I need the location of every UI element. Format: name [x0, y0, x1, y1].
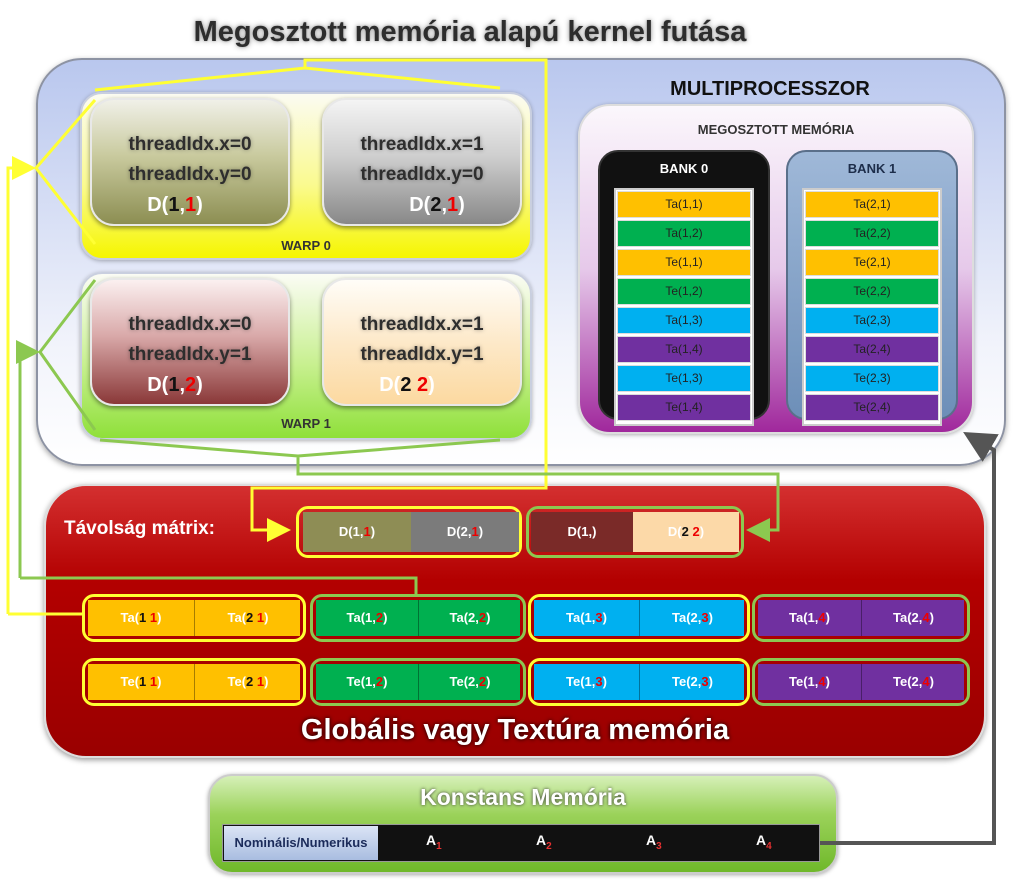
te-cell: Te(2,2) [418, 664, 521, 700]
global-memory-label: Globális vagy Textúra memória [300, 714, 730, 746]
bank-1: BANK 1 Ta(2,1)Ta(2,2)Te(2,1)Te(2,2)Ta(2,… [786, 150, 958, 426]
bank-cell: Te(1,1) [617, 249, 751, 276]
te-group: Te(1,3) Te(2,3) [528, 658, 750, 706]
constant-item-a4: A4 [756, 832, 772, 852]
thread-x-label: threadIdx.x=1 [360, 314, 484, 335]
thread-d-label: D(1,2) [147, 374, 203, 396]
bank-cell: Te(2,1) [805, 249, 939, 276]
bank-0: BANK 0 Ta(1,1)Ta(1,2)Te(1,1)Te(1,2)Ta(1,… [598, 150, 770, 426]
warp0-brace-left [34, 99, 97, 245]
thread-x-label: threadIdx.x=1 [360, 134, 484, 155]
nominal-numeric-label: Nominális/Numerikus [224, 826, 378, 860]
ta-to-warp0-line [6, 156, 36, 614]
bank-cell: Ta(1,2) [617, 220, 751, 247]
ta-cell: Ta(2,3) [639, 600, 745, 636]
te-cell: Te(2,3) [639, 664, 745, 700]
bank-cell: Ta(1,4) [617, 336, 751, 363]
bank-cell: Te(1,3) [617, 365, 751, 392]
constant-item-a1: A1 [426, 832, 442, 852]
ta-cell: Ta(1,4) [789, 610, 830, 625]
thread-y-label: threadIdx.y=1 [360, 344, 484, 365]
constant-item-a2: A2 [536, 832, 552, 852]
constant-to-multiprocessor-arrow [820, 431, 999, 845]
bank-cell: Te(2,4) [805, 394, 939, 421]
ta-group: Ta(1,2) Ta(2,2) [310, 594, 526, 642]
thread-0-1: threadIdx.x=0 threadIdx.y=1 D(1,2) [90, 278, 290, 406]
te-group: Te(1 1) Te(2 1) [82, 658, 306, 706]
shared-memory-label: MEGOSZTOTT MEMÓRIA [697, 122, 855, 137]
bank-1-cells: Ta(2,1)Ta(2,2)Te(2,1)Te(2,2)Ta(2,3)Ta(2,… [802, 188, 942, 426]
te-cell: Te(1,2) [346, 674, 388, 689]
ta-group: Ta(1,4) Ta(2,4) [752, 594, 970, 642]
warp-1-label: WARP 1 [281, 416, 331, 431]
te-group: Te(1,4) Te(2,4) [752, 658, 970, 706]
multiprocessor-label: MULTIPROCESSZOR [670, 78, 870, 100]
thread-y-label: threadIdx.y=1 [128, 344, 252, 365]
ta-cell: Ta(1,2) [346, 610, 388, 625]
constant-item-a3: A3 [646, 832, 662, 852]
thread-d-label: D(2 2) [379, 374, 435, 396]
bank-cell: Te(1,2) [617, 278, 751, 305]
te-cell: Te(2 1) [194, 664, 301, 700]
te-cell: Te(1,3) [566, 674, 607, 689]
ta-cell: Ta(2 1) [194, 600, 301, 636]
tb-to-warp1-line [16, 340, 40, 578]
thread-d-label: D(2,1) [409, 194, 465, 216]
distance-cell: D(1,1) [303, 512, 411, 552]
te-cell: Te(1 1) [120, 674, 162, 689]
te-cell: Te(1,4) [789, 674, 830, 689]
bank-cell: Ta(2,3) [805, 307, 939, 334]
ta-group: Ta(1,3) Ta(2,3) [528, 594, 750, 642]
warp1-brace-left [38, 279, 97, 431]
thread-y-label: threadIdx.y=0 [360, 164, 484, 185]
bank-0-label: BANK 0 [659, 161, 709, 176]
bank-cell: Te(1,4) [617, 394, 751, 421]
distance-cell: D(1,) [531, 512, 633, 552]
thread-y-label: threadIdx.y=0 [128, 164, 252, 185]
distance-cell: D(2,1) [411, 512, 519, 552]
bank-0-cells: Ta(1,1)Ta(1,2)Te(1,1)Te(1,2)Ta(1,3)Ta(1,… [614, 188, 754, 426]
ta-cell: Ta(1 1) [120, 610, 162, 625]
distance-group-warp1: D(1,) D(2 2) [526, 506, 744, 558]
ta-group: Ta(1 1) Ta(2 1) [82, 594, 306, 642]
ta-cell: Ta(1,3) [566, 610, 607, 625]
thread-x-label: threadIdx.x=0 [128, 314, 252, 335]
warp-0-label: WARP 0 [281, 238, 331, 253]
warp0-to-distance-line [94, 58, 548, 530]
bank-1-label: BANK 1 [847, 161, 897, 176]
bank-cell: Ta(1,3) [617, 307, 751, 334]
bank-cell: Ta(2,1) [805, 191, 939, 218]
distance-matrix-label: Távolság mátrix: [64, 518, 215, 539]
ta-cell: Ta(2,2) [418, 600, 521, 636]
thread-1-0: threadIdx.x=1 threadIdx.y=0 D(2,1) [322, 98, 522, 226]
thread-1-1: threadIdx.x=1 threadIdx.y=1 D(2 2) [322, 278, 522, 406]
thread-0-0: threadIdx.x=0 threadIdx.y=0 D(1,1) [90, 98, 290, 226]
thread-d-label: D(1,1) [147, 194, 203, 216]
constant-memory-label: Konstans Memória [420, 784, 626, 810]
bank-cell: Te(2,2) [805, 278, 939, 305]
bank-cell: Ta(1,1) [617, 191, 751, 218]
te-group: Te(1,2) Te(2,2) [310, 658, 526, 706]
ta-cell: Ta(2,4) [861, 600, 965, 636]
warp1-to-distance-line [99, 438, 780, 530]
bank-cell: Te(2,3) [805, 365, 939, 392]
bank-cell: Ta(2,2) [805, 220, 939, 247]
bank-cell: Ta(2,4) [805, 336, 939, 363]
te-cell: Te(2,4) [861, 664, 965, 700]
distance-cell: D(2 2) [633, 512, 739, 552]
page-title: Megosztott memória alapú kernel futása [193, 16, 747, 48]
thread-x-label: threadIdx.x=0 [128, 134, 252, 155]
distance-group-warp0: D(1,1) D(2,1) [296, 506, 522, 558]
